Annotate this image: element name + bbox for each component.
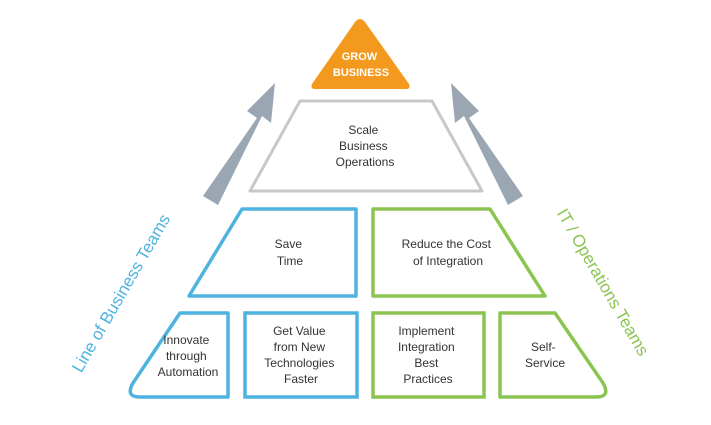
- reduce-cost-label: Reduce the Cost of Integration: [402, 237, 495, 268]
- scale-operations-label: Scale Business Operations: [336, 123, 395, 169]
- implement-integration-block: [371, 311, 486, 399]
- get-value-label: Get Value from New Technologies Faster: [264, 324, 337, 386]
- save-time-block: [187, 207, 358, 298]
- implement-integration-label: Implement Integration Best Practices: [398, 324, 458, 386]
- innovate-automation-label: Innovate through Automation: [158, 333, 219, 379]
- save-time-label: Save Time: [275, 237, 306, 268]
- left-arrow: [203, 83, 275, 205]
- self-service-block: [498, 311, 608, 399]
- innovate-automation-block: [128, 311, 230, 399]
- line-of-business-teams-label: Line of Business Teams: [68, 211, 174, 376]
- grow-business-label: GROW BUSINESS: [333, 51, 389, 79]
- get-value-block: [243, 311, 359, 399]
- grow-business-triangle: [311, 19, 410, 89]
- scale-operations-tier: [248, 99, 484, 193]
- right-arrow: [451, 83, 523, 205]
- self-service-label: Self- Service: [525, 340, 565, 370]
- reduce-cost-block: [371, 207, 547, 298]
- it-operations-teams-label: IT / Operations Teams: [553, 205, 653, 359]
